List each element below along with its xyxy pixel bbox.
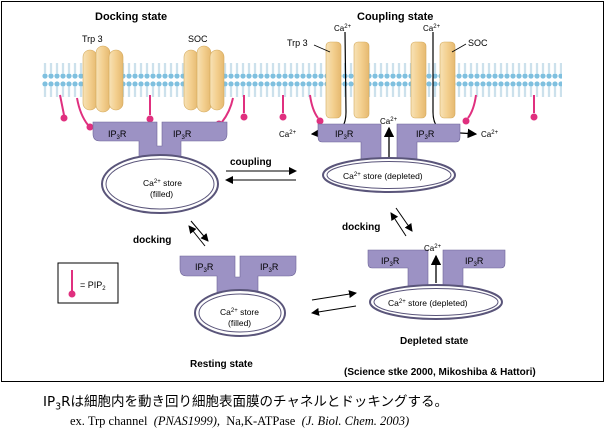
title-resting-state: Resting state — [190, 359, 253, 370]
ip3r-label-h: IP3R — [465, 256, 484, 268]
ca-label-soc-top: Ca2+ — [423, 24, 441, 33]
title-docking-state: Docking state — [95, 11, 167, 23]
ip3r-label-e: IP3R — [195, 262, 214, 274]
caption-line-1: IP3Rは細胞内を動き回り細胞表面膜のチャネルとドッキングする。 — [43, 394, 448, 413]
figure-frame — [1, 1, 604, 382]
coupling-arrow-label: coupling — [230, 157, 272, 168]
label-soc-right: SOC — [468, 38, 488, 48]
soc-channel-right — [410, 41, 456, 119]
legend-pip2-label: = PIP2 — [80, 280, 106, 292]
store-depleted-label-top: Ca2+ store (depleted) — [343, 171, 423, 181]
plasma-membrane — [42, 60, 562, 100]
ca-label-trp3-top: Ca2+ — [334, 24, 352, 33]
store-filled-label-top: Ca2+ store — [143, 178, 182, 188]
label-trp3-left: Trp 3 — [82, 34, 103, 44]
ca-label-coupling-center: Ca2+ — [380, 117, 398, 126]
label-soc-left: SOC — [188, 34, 208, 44]
store-filled-sub-bottom: (filled) — [228, 318, 251, 328]
caption-line-2: ex. Trp channel (PNAS1999), Na,K-ATPase … — [70, 414, 410, 428]
store-filled-sub-top: (filled) — [150, 189, 173, 199]
title-depleted-state: Depleted state — [400, 336, 469, 347]
pip2-markers — [59, 94, 538, 131]
ip3r-label-g: IP3R — [381, 256, 400, 268]
ip3r-depleted — [367, 249, 506, 320]
soc-channel-left — [183, 45, 225, 113]
citation: (Science stke 2000, Mikoshiba & Hattori) — [344, 367, 536, 378]
trp3-channel-left — [82, 45, 124, 113]
legend-pip2 — [57, 262, 119, 304]
ca-label-depleted-center: Ca2+ — [424, 244, 442, 253]
docking-arrow-label-left: docking — [133, 235, 171, 246]
trp3-channel-right — [325, 41, 370, 119]
store-depleted-label-bottom: Ca2+ store (depleted) — [388, 298, 468, 308]
ip3r-label-c: IP3R — [335, 129, 354, 141]
ip3r-label-a: IP3R — [108, 129, 127, 141]
ip3r-label-d: IP3R — [416, 129, 435, 141]
title-coupling-state: Coupling state — [357, 11, 433, 23]
ip3r-label-f: IP3R — [260, 262, 279, 274]
ip3r-docking — [92, 121, 228, 214]
store-filled-label-bottom: Ca2+ store — [220, 307, 259, 317]
label-trp3-right: Trp 3 — [287, 38, 308, 48]
docking-arrow-label-right: docking — [342, 222, 380, 233]
ip3r-resting — [179, 255, 297, 337]
ca-label-left-out: Ca2+ — [279, 130, 297, 139]
ip3r-coupling — [317, 123, 461, 193]
ca-label-right-out: Ca2+ — [481, 130, 499, 139]
ip3r-label-b: IP3R — [173, 129, 192, 141]
